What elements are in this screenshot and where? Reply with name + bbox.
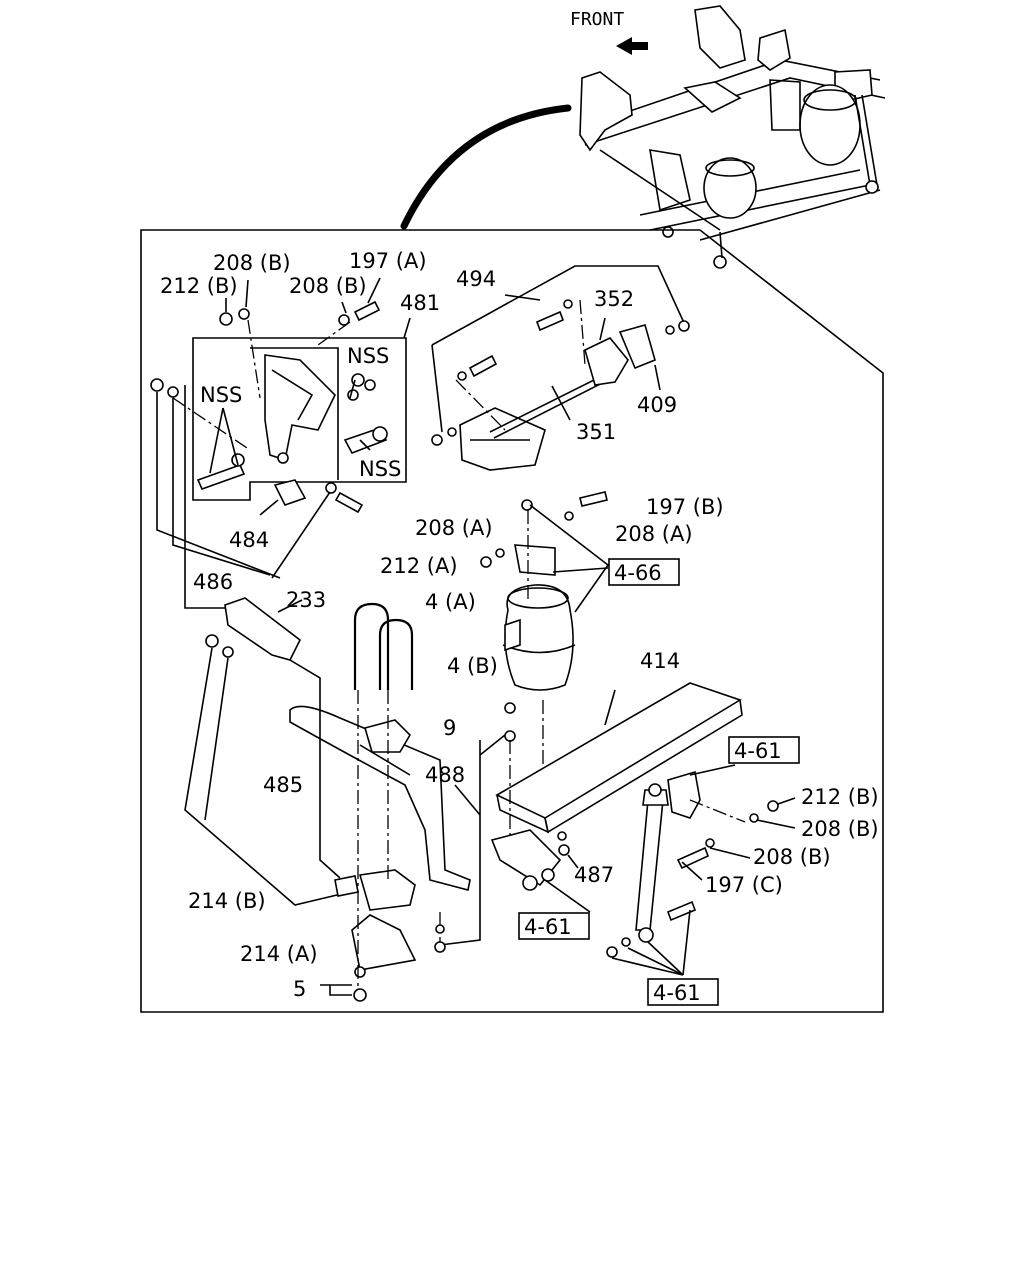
callout-352: 352: [594, 287, 634, 311]
callout-212a: 212 (A): [380, 554, 458, 578]
ref-box-4-61-b: [518, 912, 590, 940]
callout-494: 494: [456, 267, 496, 291]
torque-rod-group: [184, 385, 341, 906]
shock-absorber-group: [544, 764, 796, 976]
callout-486: 486: [193, 570, 233, 594]
callout-212b-a: 212 (B): [160, 274, 238, 298]
ref-4-66: 4-66: [614, 561, 662, 585]
callout-212b-b: 212 (B): [801, 785, 879, 809]
callout-208b-d: 208 (B): [753, 845, 831, 869]
callout-4a: 4 (A): [425, 590, 476, 614]
callout-214b: 214 (B): [188, 889, 266, 913]
front-label: FRONT: [570, 9, 624, 30]
callout-208b-a: 208 (B): [213, 251, 291, 275]
callout-197a: 197 (A): [349, 249, 427, 273]
callout-nss-1: NSS: [347, 344, 389, 368]
callout-nss-2: NSS: [200, 383, 242, 407]
callout-485: 485: [263, 773, 303, 797]
callout-484: 484: [229, 528, 269, 552]
callout-414: 414: [640, 649, 680, 673]
callout-9: 9: [443, 716, 456, 740]
ref-4-61-c: 4-61: [653, 981, 701, 1005]
rail-and-hanger-group: [434, 682, 743, 953]
callout-214a: 214 (A): [240, 942, 318, 966]
callout-233: 233: [286, 588, 326, 612]
ref-box-4-66: [608, 558, 680, 586]
detail-frame: [140, 229, 884, 1013]
callout-197c: 197 (C): [705, 873, 783, 897]
cross-shaft-group: [431, 265, 690, 471]
callout-5: 5: [293, 977, 306, 1001]
u-bolt-and-leaf-group: [289, 602, 471, 1002]
front-arrow-icon: [616, 37, 648, 55]
ref-box-4-61-a: [728, 736, 800, 764]
callout-nss-3: NSS: [359, 457, 401, 481]
callout-labels: 208 (B) 197 (A) 212 (B) 208 (B) 481 494 …: [160, 249, 879, 1005]
ref-4-61-a: 4-61: [734, 739, 782, 763]
callout-488: 488: [425, 763, 465, 787]
callout-208a-a: 208 (A): [415, 516, 493, 540]
callout-481: 481: [400, 291, 440, 315]
callout-208b-b: 208 (B): [289, 274, 367, 298]
view-pointer-arc: [400, 104, 572, 230]
callout-487: 487: [574, 863, 614, 887]
ref-4-61-b: 4-61: [524, 915, 572, 939]
callout-351: 351: [576, 420, 616, 444]
callout-208b-c: 208 (B): [801, 817, 879, 841]
ref-box-4-61-c: [647, 978, 719, 1006]
callout-197b: 197 (B): [646, 495, 724, 519]
callout-409: 409: [637, 393, 677, 417]
front-hanger-bracket-group: [150, 277, 411, 579]
callout-4b: 4 (B): [447, 654, 498, 678]
air-spring-group: [480, 491, 610, 780]
overview-assembly-illustration: FRONT: [570, 5, 886, 269]
callout-208a-b: 208 (A): [615, 522, 693, 546]
